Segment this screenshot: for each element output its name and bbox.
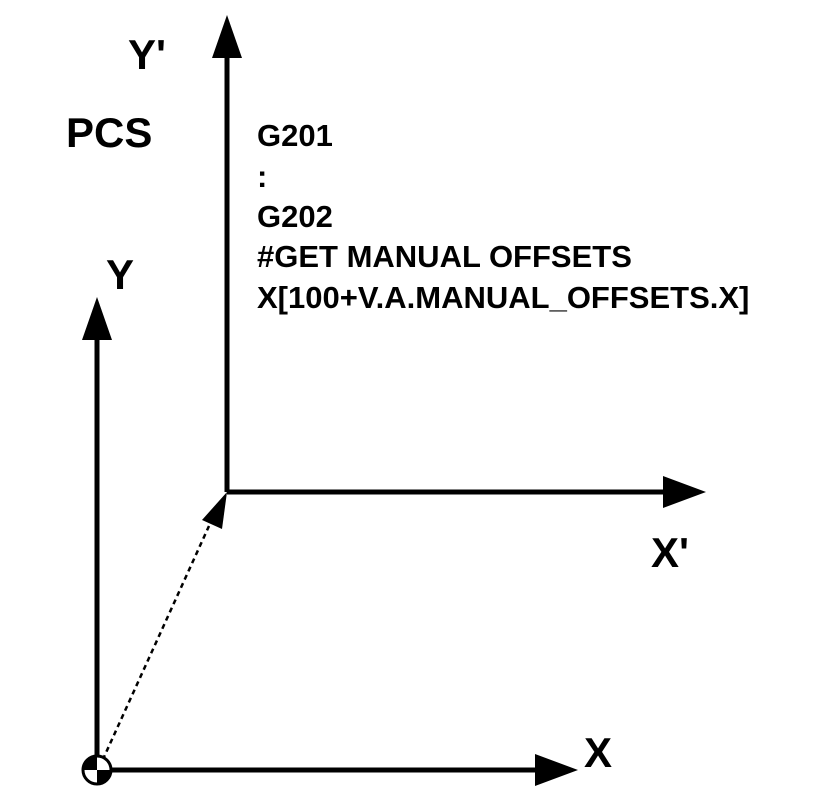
code-line-ellipsis: : [257,159,268,194]
x-axis-label: X [584,729,613,776]
y-axis-label: Y [106,251,135,298]
base-y-axis [82,297,112,770]
base-x-arrowhead-icon [535,754,578,786]
pcs-label: PCS [66,109,153,156]
x-prime-axis-label: X' [651,529,690,576]
offset-vector-arrowhead-icon [202,492,227,529]
offset-vector-line [97,525,211,769]
code-line-g201: G201 [257,118,333,153]
shifted-x-axis [227,476,706,508]
base-y-arrowhead-icon [82,297,112,340]
shifted-x-arrowhead-icon [663,476,706,508]
code-line-g202: G202 [257,199,333,234]
shifted-y-axis [212,15,242,492]
base-x-axis [97,754,578,786]
code-line-get-manual-offsets: #GET MANUAL OFFSETS [257,239,632,274]
offset-vector [97,492,227,769]
shifted-y-arrowhead-icon [212,15,242,58]
y-prime-axis-label: Y' [128,31,167,78]
code-line-x-offset: X[100+V.A.MANUAL_OFFSETS.X] [257,280,750,315]
origin-marker-icon [81,754,113,786]
